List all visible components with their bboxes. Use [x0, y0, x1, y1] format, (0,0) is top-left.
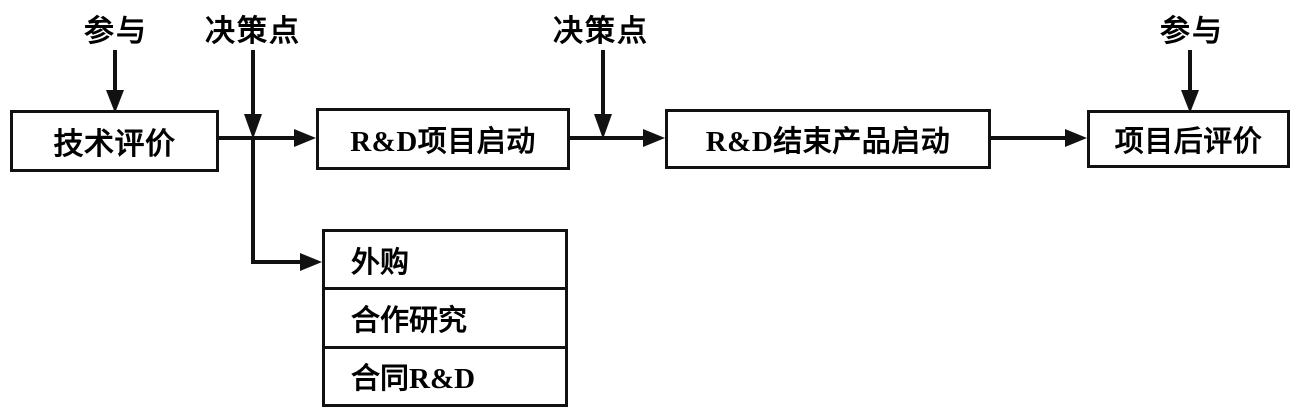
alternatives-item-outsourcing[interactable]: 外购: [351, 246, 410, 279]
arrow-join-2: [1181, 50, 1199, 113]
annotation-decision-point-1: 决策点: [205, 15, 301, 48]
alternatives-item-contract-rd[interactable]: 合同R&D: [325, 345, 565, 404]
annotation-join-1: 参与: [84, 15, 148, 48]
arrow-tech-to-rdstart: [219, 129, 316, 147]
node-rd-project-start[interactable]: R&D项目启动: [316, 108, 570, 170]
arrow-join-1: [106, 50, 124, 113]
arrow-decision-1: [244, 50, 262, 139]
arrow-rdstart-to-rdend: [570, 129, 665, 147]
arrow-rdend-to-post: [991, 129, 1087, 147]
alternatives-item-joint-research[interactable]: 合作研究: [325, 287, 565, 345]
annotation-decision-point-2: 决策点: [553, 15, 649, 48]
node-rd-end-product-start[interactable]: R&D结束产品启动: [665, 109, 991, 169]
arrow-branch-to-alternatives: [251, 138, 322, 271]
arrow-decision-2: [594, 50, 612, 139]
alternatives-stack: 外购 合作研究 合同R&D: [322, 229, 568, 407]
annotation-join-2: 参与: [1160, 15, 1224, 48]
node-tech-evaluation[interactable]: 技术评价: [10, 110, 219, 172]
node-post-project-evaluation[interactable]: 项目后评价: [1087, 110, 1290, 168]
